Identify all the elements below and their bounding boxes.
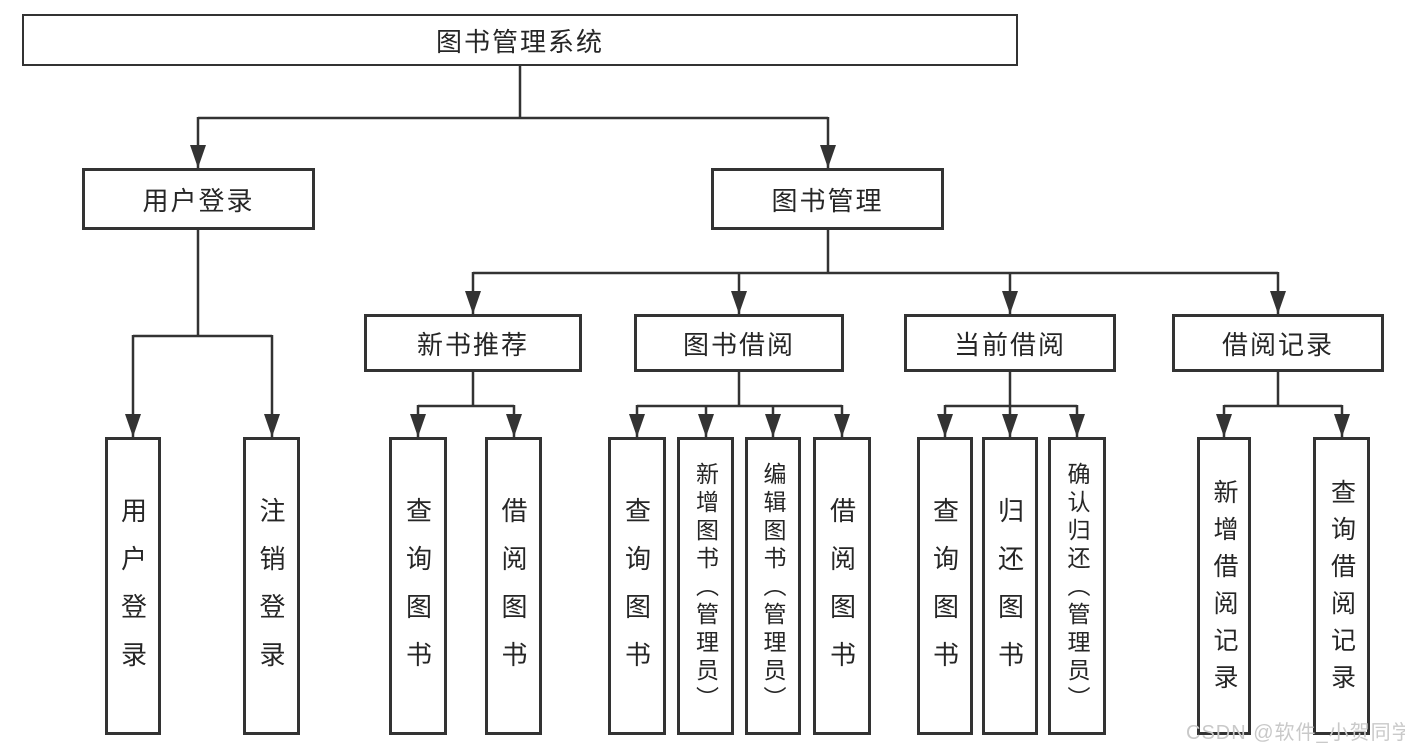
node-label: 借阅记录 [1221,329,1334,360]
node-label: 借阅图书 [498,497,528,689]
node-borrowing-records: 借阅记录 [1172,314,1384,372]
leaf-user-login: 用户登录 [105,437,161,735]
node-book-borrowing: 图书借阅 [634,314,844,372]
csdn-watermark: CSDN @软件_小贺同学 [1186,722,1405,744]
node-label: 新增图书（管理员） [692,462,719,714]
node-label: 编辑图书（管理员） [760,462,786,714]
leaf-borrow-books-recommend: 借阅图书 [485,437,542,735]
leaf-query-books-current: 查询图书 [917,437,973,735]
leaf-borrow-books-borrow: 借阅图书 [813,437,871,735]
leaf-query-books-borrow: 查询图书 [608,437,666,735]
node-label: 归还图书 [994,497,1025,689]
leaf-confirm-return-admin: 确认归还（管理员） [1048,437,1106,735]
leaf-add-borrow-record: 新增借阅记录 [1197,437,1251,735]
leaf-query-books-recommend: 查询图书 [389,437,447,735]
node-user-login: 用户登录 [82,168,315,230]
node-label: 查询图书 [402,497,433,689]
node-label: 图书管理 [771,185,884,216]
node-label: 借阅图书 [826,497,857,689]
node-label: 图书管理系统 [435,26,604,57]
node-label: 确认归还（管理员） [1064,462,1090,714]
leaf-edit-book-admin: 编辑图书（管理员） [745,437,801,735]
node-label: 图书借阅 [682,329,795,360]
node-label: 查询图书 [929,497,960,689]
node-system-root: 图书管理系统 [22,14,1018,66]
node-label: 查询借阅记录 [1327,479,1356,701]
leaf-return-book: 归还图书 [982,437,1038,735]
connectors [125,66,1350,437]
node-label: 查询图书 [621,497,652,689]
node-label: 当前借阅 [953,329,1066,360]
node-label: 新书推荐 [416,329,529,360]
leaf-add-book-admin: 新增图书（管理员） [677,437,734,735]
node-new-book-recommend: 新书推荐 [364,314,582,372]
node-current-borrowing: 当前借阅 [904,314,1116,372]
node-book-management: 图书管理 [711,168,944,230]
node-label: 用户登录 [142,185,255,216]
leaf-logout: 注销登录 [243,437,300,735]
node-label: 注销登录 [256,497,286,689]
leaf-query-borrow-record: 查询借阅记录 [1313,437,1370,735]
node-label: 用户登录 [117,497,148,689]
node-label: 新增借阅记录 [1210,479,1238,701]
